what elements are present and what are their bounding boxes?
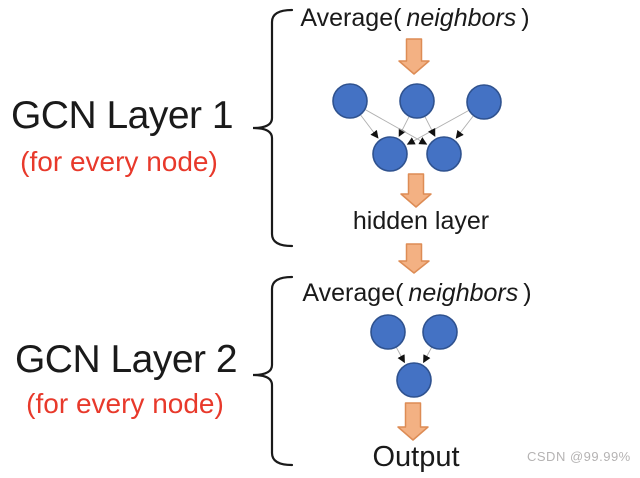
down-arrow-icon — [398, 243, 430, 274]
operation-suffix: ) — [521, 4, 530, 32]
layer2-operation-label: Average(neighbors) — [302, 279, 532, 308]
operation-suffix: ) — [523, 279, 532, 307]
graph-node — [426, 136, 462, 172]
graph-node — [466, 84, 502, 120]
layer2-title: GCN Layer 2 — [14, 338, 238, 381]
graph-node — [372, 136, 408, 172]
graph-node — [370, 314, 406, 350]
brace-layer1 — [252, 8, 294, 248]
graph-node — [332, 83, 368, 119]
csdn-watermark: CSDN @99.99% — [527, 449, 631, 464]
operation-arg: neighbors — [408, 279, 519, 307]
down-arrow-icon — [398, 38, 430, 75]
operation-prefix: Average( — [300, 4, 402, 32]
graph-node — [399, 83, 435, 119]
layer1-subtitle: (for every node) — [20, 146, 218, 177]
operation-prefix: Average( — [302, 279, 404, 307]
layer1-title: GCN Layer 1 — [10, 94, 234, 137]
graph-node — [396, 362, 432, 398]
operation-arg: neighbors — [406, 4, 517, 32]
down-arrow-icon — [397, 402, 429, 441]
layer2-subtitle: (for every node) — [26, 388, 224, 419]
layer1-operation-label: Average(neighbors) — [300, 4, 530, 33]
nodes-group — [332, 83, 502, 398]
graph-node — [422, 314, 458, 350]
down-arrow-icon — [400, 173, 432, 208]
arrows-group — [397, 38, 432, 441]
braces-group — [252, 8, 294, 467]
brace-layer2 — [252, 275, 294, 467]
hidden-layer-label: hidden layer — [352, 207, 490, 235]
output-label: Output — [372, 441, 460, 473]
